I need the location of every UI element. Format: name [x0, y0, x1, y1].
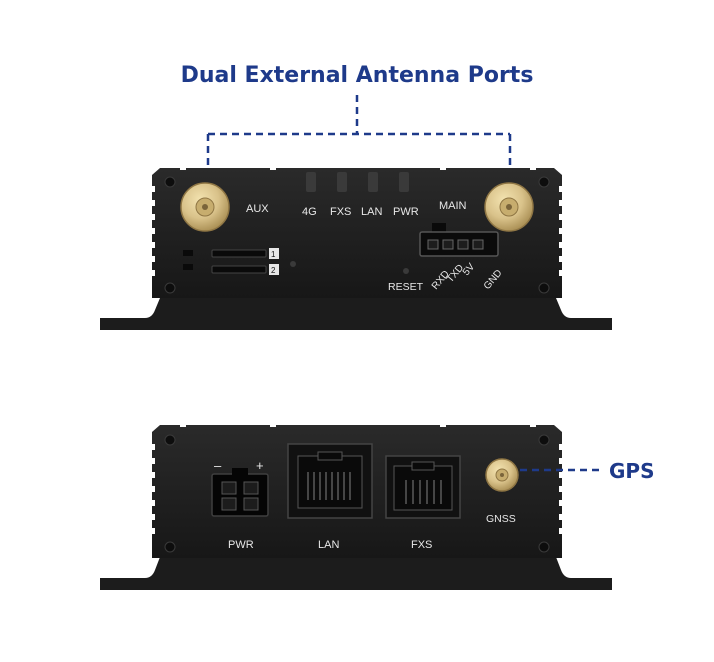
aux-label: AUX	[246, 203, 269, 215]
gnss-label: GNSS	[486, 513, 516, 525]
main-label: MAIN	[439, 200, 467, 212]
lan-port	[287, 443, 373, 519]
power-minus-sign: –	[214, 458, 222, 473]
led-label-pwr: PWR	[393, 206, 419, 218]
front-screws	[164, 176, 550, 294]
led-label-lan: LAN	[361, 206, 382, 218]
serial-header	[419, 223, 499, 257]
reset-label: RESET	[388, 281, 424, 293]
reset-hole	[403, 268, 409, 274]
port-label-pwr: PWR	[228, 539, 254, 551]
gnss-antenna-connector	[485, 458, 519, 492]
front-panel: AUX 4G FXS LAN PWR MAIN 1 2	[100, 165, 612, 330]
sim-slot-1-label: 1	[271, 250, 276, 259]
sim-slots	[183, 248, 279, 275]
led-label-4g: 4G	[302, 206, 317, 218]
led-label-fxs: FXS	[330, 206, 351, 218]
fxs-port	[385, 455, 461, 519]
port-label-lan: LAN	[318, 539, 339, 551]
back-screws	[164, 434, 550, 553]
antenna-bracket	[206, 95, 512, 180]
sim-eject-hole	[290, 261, 296, 267]
gps-callout: GPS	[609, 459, 655, 483]
aux-antenna-connector	[180, 182, 230, 232]
port-label-fxs: FXS	[411, 539, 432, 551]
front-mount-flange	[100, 298, 612, 330]
main-antenna-connector	[484, 182, 534, 232]
power-connector	[211, 468, 269, 517]
back-panel: – + PWR LAN	[100, 422, 612, 590]
antenna-ports-callout: Dual External Antenna Ports	[180, 63, 534, 88]
sim-slot-2-label: 2	[271, 266, 276, 275]
power-plus-sign: +	[256, 458, 264, 473]
back-mount-flange	[100, 557, 612, 590]
